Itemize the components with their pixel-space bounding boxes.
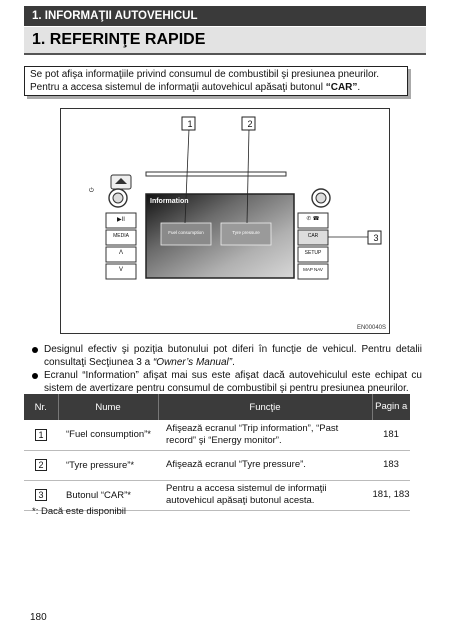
callout-3-label: 3 bbox=[373, 233, 379, 243]
notes-list: Designul efectiv şi poziţia butonului po… bbox=[32, 344, 422, 396]
table-row: 1 “Fuel consumption”* Afişează ecranul “… bbox=[24, 420, 410, 451]
phone-button-label: ✆ ☎ bbox=[306, 216, 320, 222]
row-page: 181 bbox=[372, 420, 410, 451]
callout-2-box bbox=[241, 116, 256, 131]
info-note-box: Se pot afişa informaţiile privind consum… bbox=[24, 66, 408, 96]
note-line-1: Se pot afişa informaţiile privind consum… bbox=[30, 69, 380, 80]
up-button-label: Λ bbox=[118, 250, 123, 256]
bullet-icon bbox=[32, 373, 38, 379]
head-unit-illustration: ⏻ bbox=[60, 108, 390, 334]
callout-2-label: 2 bbox=[247, 119, 253, 129]
row-page: 181, 183 bbox=[372, 480, 410, 511]
row-name: “Tyre pressure”* bbox=[58, 450, 158, 481]
media-button-label: MEDIA bbox=[113, 233, 129, 239]
row-name: Butonul “CAR”* bbox=[58, 480, 158, 511]
page-number: 180 bbox=[30, 612, 47, 623]
page-title: 1. REFERINŢE RAPIDE bbox=[24, 27, 426, 53]
table-header-row: Nr. Nume Funcţie Pagin a bbox=[24, 394, 410, 420]
left-button-column bbox=[105, 212, 137, 280]
setup-button-label: SETUP bbox=[304, 250, 322, 256]
head-unit-drawing: ⏻ bbox=[89, 116, 382, 280]
col-header-pagina: Pagin a bbox=[372, 394, 410, 420]
row-number-box: 2 bbox=[35, 459, 47, 471]
callout-1-box bbox=[181, 116, 196, 131]
title-divider bbox=[24, 53, 426, 55]
figure-code: EN00040S bbox=[356, 325, 386, 331]
callout-2-leader bbox=[246, 128, 250, 224]
note-item: Designul efectiv şi poziţia butonului po… bbox=[32, 344, 422, 369]
row-function: Pentru a accesa sistemul de informaţii a… bbox=[158, 480, 372, 511]
note-line-2: Pentru a accesa sistemul de informaţii a… bbox=[30, 82, 361, 93]
footnote: *: Dacă este disponibil bbox=[32, 506, 126, 517]
callout-3-box bbox=[367, 230, 382, 245]
row-number-box: 1 bbox=[35, 428, 47, 441]
cd-slot bbox=[145, 171, 287, 177]
right-button-column bbox=[297, 212, 329, 280]
row-number-box: 3 bbox=[35, 489, 47, 501]
note-item: Ecranul “Information” afişat mai sus est… bbox=[32, 370, 422, 395]
play-pause-button-label: ▶II bbox=[117, 217, 125, 223]
row-function: Afişează ecranul “Tyre pressure”. bbox=[158, 450, 372, 481]
fuel-consumption-screen-button bbox=[160, 222, 212, 246]
functions-table: Nr. Nume Funcţie Pagin a 1 “Fuel consump… bbox=[24, 394, 410, 511]
screen-button-tyre-label: Tyre pressure bbox=[232, 230, 260, 235]
down-button-label: V bbox=[118, 267, 123, 273]
row-function: Afişează ecranul “Trip information”, “Pa… bbox=[158, 420, 372, 451]
power-icon: ⏻ bbox=[89, 187, 94, 194]
screen-title: Information bbox=[150, 198, 189, 205]
bullet-icon bbox=[32, 347, 38, 353]
col-header-nume: Nume bbox=[58, 394, 159, 420]
map-nav-button-label: MAP NAV bbox=[303, 267, 323, 272]
table-row: 3 Butonul “CAR”* Pentru a accesa sistemu… bbox=[24, 480, 410, 511]
table-row: 2 “Tyre pressure”* Afişează ecranul “Tyr… bbox=[24, 450, 410, 481]
eject-icon bbox=[115, 178, 127, 184]
row-name: “Fuel consumption”* bbox=[58, 420, 158, 451]
col-header-functie: Funcţie bbox=[158, 394, 373, 420]
col-header-nr: Nr. bbox=[24, 394, 59, 420]
screen-button-fuel-label: Fuel consumption bbox=[168, 230, 204, 235]
callout-1-label: 1 bbox=[187, 119, 193, 129]
car-button-label: CAR bbox=[307, 233, 319, 239]
callout-1-leader bbox=[184, 128, 190, 224]
row-page: 183 bbox=[372, 450, 410, 481]
tyre-pressure-screen-button bbox=[220, 222, 272, 246]
section-header: 1. INFORMAŢII AUTOVEHICUL bbox=[24, 6, 426, 26]
car-button-reference: “CAR” bbox=[325, 82, 358, 93]
